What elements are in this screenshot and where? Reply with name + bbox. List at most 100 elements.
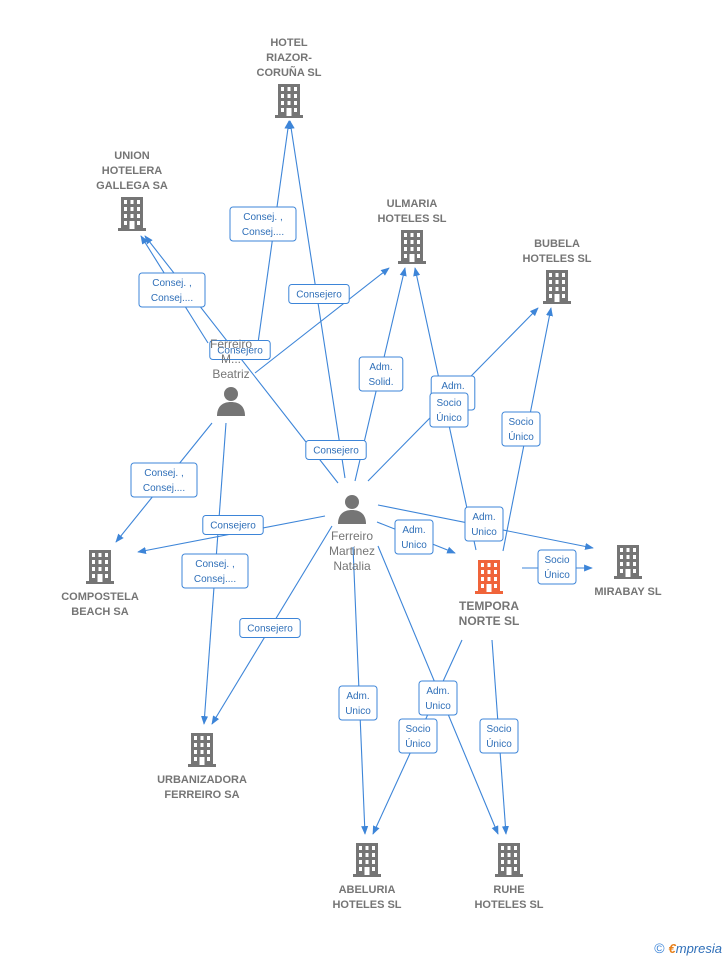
node-label: HOTELES SL [332,899,401,911]
edge-label-text: Socio [405,724,430,735]
edge-label-box [394,519,434,555]
edge-labels-layer: Consej. ,Consej....Consej. ,Consej....Co… [130,206,577,754]
edge-label-box [429,392,469,428]
edge-label-box [338,685,378,721]
edge-label-box [202,515,264,535]
edge-label-natalia-to-ulmaria[interactable]: Adm. Solid. [358,356,404,392]
edge-label-natalia-to-union_hotelera[interactable]: Consejero [305,440,367,460]
edge-label-text: Solid. [368,377,393,388]
node-compostela[interactable]: COMPOSTELA BEACH SA [61,550,139,618]
node-label: ULMARIA [387,198,438,210]
empresia-brand[interactable]: ©€mpresia [654,940,722,956]
edge-label-natalia-to-urbanizadora[interactable]: Consejero [239,618,301,638]
edge-label-text: Consej. , [152,278,191,289]
person-icon [338,495,366,524]
edge-label-text: Consejero [210,521,256,532]
brand-name: mpresia [675,941,722,956]
edge-label-box [181,553,249,589]
node-ulmaria[interactable]: ULMARIA HOTELES SL [377,198,447,264]
edge-label-text: Único [436,411,462,424]
edge-label-beatriz-to-compostela[interactable]: Consej. ,Consej.... [130,462,198,498]
edge-label-text: Adm. [441,381,464,392]
edge-label-beatriz-to-hotel_riazor[interactable]: Consej. ,Consej.... [229,206,297,242]
edge-label-natalia-to-compostela[interactable]: Consejero [202,515,264,535]
edge-label-text: Único [405,737,431,750]
edge-label-text: Consej. , [195,559,234,570]
edge-label-text: Socio [486,724,511,735]
copyright-icon: © [654,940,665,956]
edge-label-text: Único [486,737,512,750]
edge-label-text: Único [544,568,570,581]
building-icon [353,843,381,877]
node-mirabay[interactable]: MIRABAY SL [594,545,662,598]
node-label: HOTELES SL [474,899,543,911]
edge-label-box [479,718,519,754]
node-label: RIAZOR- [266,52,312,64]
node-label: M... [221,352,241,366]
node-label: UNION [114,150,150,162]
building-icon [614,545,642,579]
edge-label-box [229,206,297,242]
node-label: Martinez [329,544,375,558]
node-label: ABELURIA [339,884,396,896]
node-abeluria[interactable]: ABELURIA HOTELES SL [332,843,402,911]
edge-label-text: Adm. [369,362,392,373]
edge-label-beatriz-to-urbanizadora[interactable]: Consej. , Consej.... [181,553,249,589]
edge-label-text: Consejero [247,624,293,635]
node-label: HOTELES SL [522,253,591,265]
edge-label-box [358,356,404,392]
edge-label-natalia-to-mirabay[interactable]: Adm.Unico [464,506,504,542]
node-label: Ferreiro [331,529,373,543]
node-label: BUBELA [534,238,580,250]
node-bubela[interactable]: BUBELA HOTELES SL [522,238,592,304]
node-label: RUHE [493,884,524,896]
node-ruhe[interactable]: RUHE HOTELES SL [474,843,544,911]
edge-label-box [305,440,367,460]
edge-label-text: Socio [508,417,533,428]
edge-label-text: Adm. [346,691,369,702]
building-icon [275,84,303,118]
node-label: HOTELES SL [377,213,446,225]
edge-label-natalia-to-ruhe[interactable]: Adm.Unico [418,680,458,716]
node-label: BEACH SA [71,606,129,618]
building-icon [118,197,146,231]
edge-label-text: Consejero [296,290,342,301]
edge-label-box [464,506,504,542]
edge-label-text: Socio [436,398,461,409]
edge-label-text: Unico [471,527,497,538]
node-label: COMPOSTELA [61,591,139,603]
building-icon [543,270,571,304]
edge-label-box [239,618,301,638]
edge-label-beatriz-to-union_hotelera[interactable]: Consej. ,Consej.... [138,272,206,308]
edge-label-box [288,284,350,304]
edge-label-box [418,680,458,716]
edge-label-text: Consej. , [243,212,282,223]
edge-label-natalia-to-temporal[interactable]: Adm.Unico [394,519,434,555]
node-label: Natalia [333,559,371,573]
edge-label-natalia-to-abeluria[interactable]: Adm.Unico [338,685,378,721]
edge-label-beatriz-to-ulmaria[interactable]: Consejero [209,340,271,360]
edge-label-box [398,718,438,754]
node-label: MIRABAY SL [594,586,662,598]
node-label: HOTELERA [102,165,163,177]
node-label: NORTE SL [459,614,520,628]
building-icon [188,733,216,767]
node-label: TEMPORA [459,599,519,613]
node-label: HOTEL [270,37,308,49]
edge-label-text: Socio [544,555,569,566]
edge-label-text: Adm. [426,686,449,697]
edge-label-text: Consej.... [194,574,236,585]
edge-label-natalia-to-hotel_riazor[interactable]: Consejero [288,284,350,304]
